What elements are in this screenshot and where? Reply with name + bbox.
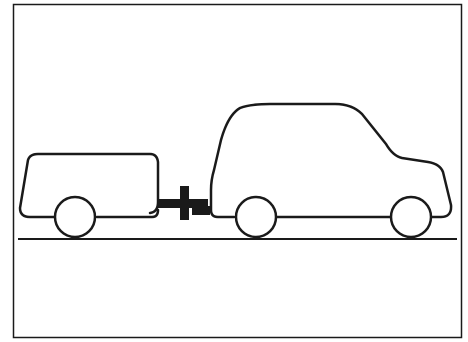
tow-hitch <box>158 186 210 220</box>
trailer-wheel <box>55 197 95 237</box>
trailer-bottom <box>97 210 158 217</box>
frame-border <box>14 5 462 338</box>
car-rear-wheel <box>236 197 276 237</box>
car-front-wheel <box>391 197 431 237</box>
